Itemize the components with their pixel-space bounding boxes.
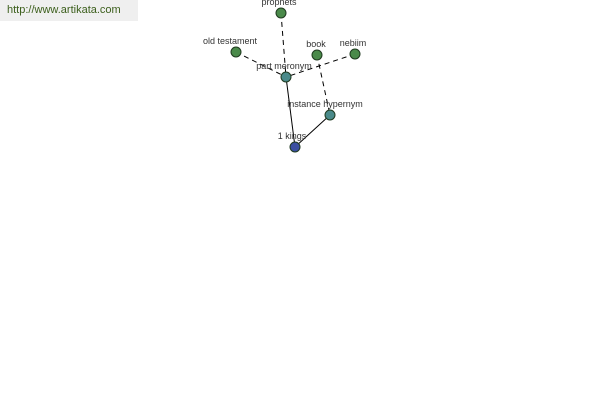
edge-nebiim-to-part-meronym: [285, 53, 356, 78]
node-label-part-meronym: part meronym: [256, 61, 312, 71]
edge-instance-hypernym-to-1-kings: [294, 114, 331, 148]
node-label-nebiim: nebiim: [340, 38, 367, 48]
node-dot-part-meronym[interactable]: [280, 71, 292, 83]
nodes-layer: prophets old testament book nebiim part mero…: [203, 0, 367, 153]
node-label-book: book: [306, 39, 326, 49]
node-prophets[interactable]: prophets: [261, 0, 297, 19]
node-label-prophets: prophets: [261, 0, 297, 7]
edge-book-to-instance-hypernym: [316, 54, 331, 116]
node-nebiim[interactable]: nebiim: [340, 38, 367, 60]
node-dot-instance-hypernym[interactable]: [324, 109, 336, 121]
node-dot-prophets[interactable]: [275, 7, 287, 19]
edge-old-testament-to-part-meronym: [235, 51, 287, 78]
node-label-1-kings: 1 kings: [278, 131, 307, 141]
node-old-testament[interactable]: old testament: [203, 36, 258, 58]
node-instance-hypernym[interactable]: instance hypernym: [287, 99, 363, 121]
node-1-kings[interactable]: 1 kings: [278, 131, 307, 153]
node-dot-1-kings[interactable]: [289, 141, 301, 153]
edges-layer: [235, 12, 356, 148]
node-dot-nebiim[interactable]: [349, 48, 361, 60]
node-book[interactable]: book: [306, 39, 326, 61]
edge-part-meronym-to-1-kings: [285, 76, 296, 148]
node-dot-old-testament[interactable]: [230, 46, 242, 58]
node-dot-book[interactable]: [311, 49, 323, 61]
site-url-link[interactable]: http://www.artikata.com: [0, 0, 138, 21]
edge-prophets-to-part-meronym: [280, 12, 287, 78]
node-label-instance-hypernym: instance hypernym: [287, 99, 363, 109]
node-label-old-testament: old testament: [203, 36, 258, 46]
node-part-meronym[interactable]: part meronym: [256, 61, 312, 83]
